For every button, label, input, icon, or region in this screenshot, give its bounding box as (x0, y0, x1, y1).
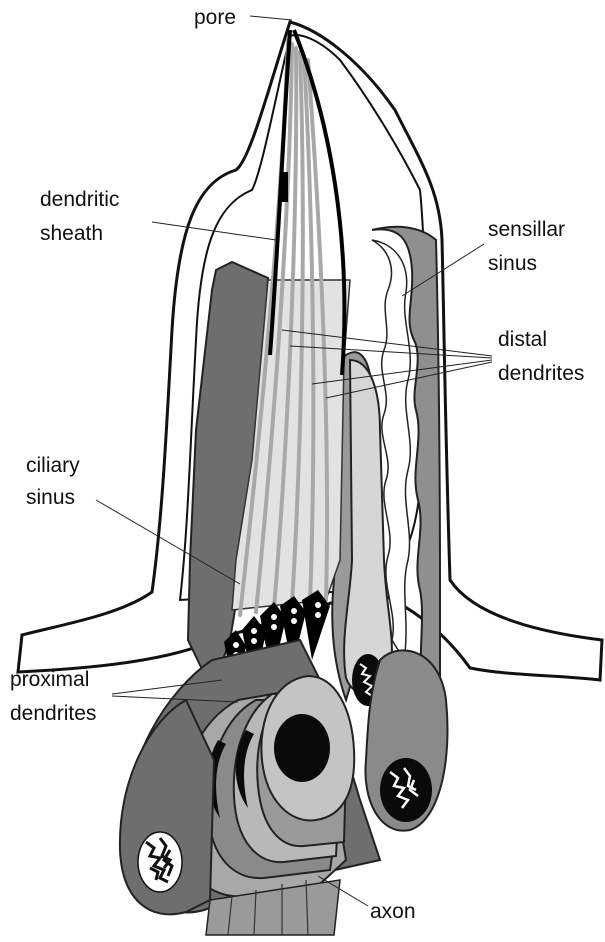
label-ciliary-sinus-line1: ciliary (26, 454, 80, 477)
pore-leader (250, 16, 292, 20)
label-proximal-dendrites-line2: dendrites (10, 702, 96, 725)
label-distal-dendrites-line1: distal (498, 328, 547, 351)
sheath-marker (280, 172, 288, 202)
label-pore: pore (194, 6, 236, 29)
lower-right-nucleus (380, 758, 432, 822)
label-sensillar-sinus-line1: sensillar (488, 218, 565, 241)
label-proximal-dendrites-line1: proximal (10, 668, 89, 691)
label-ciliary-sinus-line2: sinus (26, 486, 75, 509)
label-sensillar-sinus-line2: sinus (488, 252, 537, 275)
neuron-nucleus (274, 714, 330, 782)
label-axon: axon (370, 900, 416, 923)
label-dendritic-sheath-line2: sheath (40, 222, 103, 245)
lower-left-nucleus (138, 832, 182, 892)
label-dendritic-sheath-line1: dendritic (40, 188, 119, 211)
label-distal-dendrites-line2: dendrites (498, 362, 584, 385)
